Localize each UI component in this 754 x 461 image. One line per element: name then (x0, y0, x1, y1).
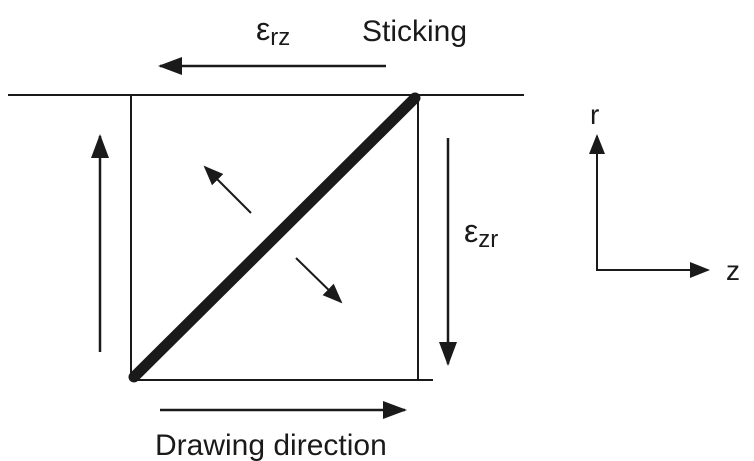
epsilon-rz-label: εrz (256, 11, 290, 51)
axis-r-label: r (590, 99, 599, 130)
sticking-label: Sticking (362, 15, 467, 48)
epsilon-zr-label: εzr (464, 213, 498, 253)
normal-arrow-up-left (203, 165, 252, 214)
shear-diagonal (128, 92, 421, 383)
axis-z-label: z (726, 255, 740, 286)
drawing-direction-label: Drawing direction (155, 429, 387, 461)
normal-arrow-down-right (295, 257, 343, 304)
